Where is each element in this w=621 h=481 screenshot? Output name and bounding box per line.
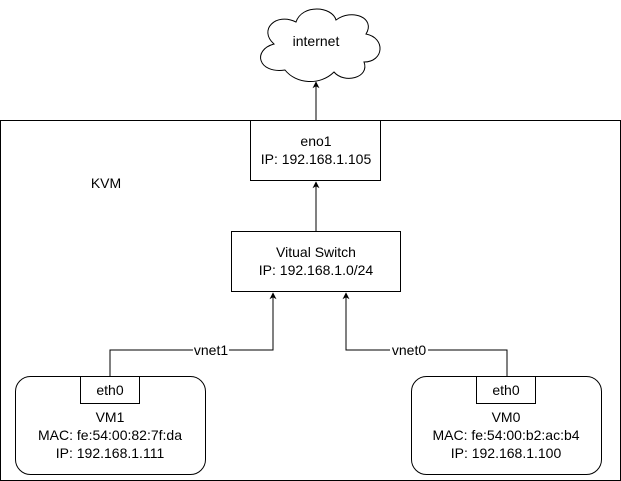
vnet1-label: vnet1 [193,342,229,358]
vnet1-connector [109,292,277,376]
vm1-name: VM1 [96,409,125,425]
vnet0-label-text: vnet0 [392,342,426,358]
vm0-mac: MAC: fe:54:00:b2:ac:b4 [432,427,579,443]
vnet0-connector [342,292,508,376]
vm0-eth0-port [476,376,536,404]
vm0-ip: IP: 192.168.1.100 [451,445,562,461]
vm1-mac: MAC: fe:54:00:82:7f:da [38,427,182,443]
kvm-host-label: KVM [91,175,121,191]
cloud-label: internet [293,33,340,49]
nic-eno1-name: eno1 [300,133,331,149]
virtual-switch-name: Vitual Switch [276,244,356,260]
vm1-ip: IP: 192.168.1.111 [56,445,165,461]
virtual-switch[interactable]: Vitual Switch IP: 192.168.1.0/24 [231,231,401,292]
vm1-eth0-label: eth0 [96,382,123,398]
virtual-switch-ip: IP: 192.168.1.0/24 [259,262,374,278]
internet-cloud[interactable]: internet [260,8,381,82]
vnet1-label-text: vnet1 [194,342,228,358]
vnet0-label: vnet0 [390,342,428,358]
vm0-node[interactable]: eth0 VM0 MAC: fe:54:00:b2:ac:b4 IP: 192.… [411,376,602,475]
nic-eno1-box [250,120,381,181]
nic-eno1-ip: IP: 192.168.1.105 [261,151,372,167]
vm0-eth0-label: eth0 [492,382,519,398]
nic-eno1[interactable]: eno1 IP: 192.168.1.105 [250,120,381,181]
vm0-name: VM0 [492,409,521,425]
virtual-switch-box [231,231,401,292]
vm1-eth0-port [80,376,140,404]
cloud-shape [260,8,381,82]
vm1-node[interactable]: eth0 VM1 MAC: fe:54:00:82:7f:da IP: 192.… [15,376,206,475]
